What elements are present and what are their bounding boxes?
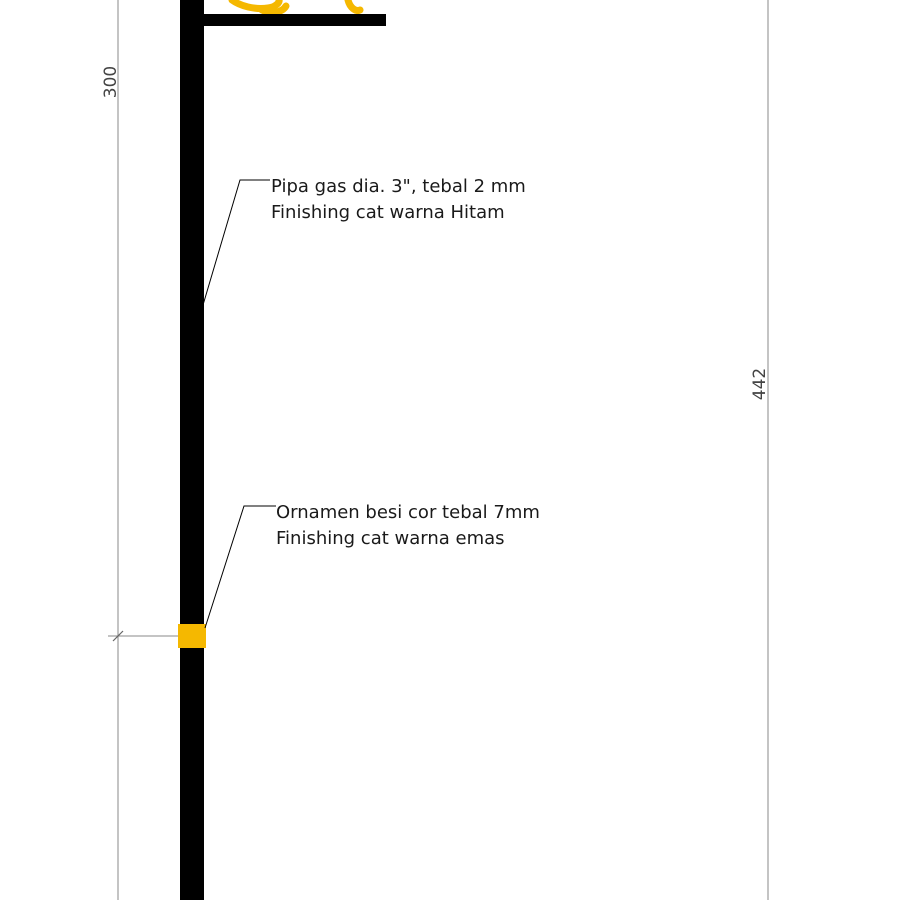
lamp-arm — [198, 14, 386, 26]
ornament-callout-line2: Finishing cat warna emas — [276, 528, 505, 549]
pipe-callout-line1: Pipa gas dia. 3", tebal 2 mm — [271, 176, 526, 197]
top-ornament — [228, 0, 364, 16]
pipe-leader-line — [202, 179, 270, 306]
right-dimension-value: 442 — [750, 368, 770, 400]
left-dimension-value: 300 — [101, 66, 121, 98]
left-dimension-tick-mark — [112, 630, 124, 642]
ornament-callout-line1: Ornamen besi cor tebal 7mm — [276, 502, 540, 523]
pipe-callout-line2: Finishing cat warna Hitam — [271, 202, 505, 223]
ornament-leader-line — [204, 505, 276, 629]
lamp-pole — [180, 0, 204, 900]
ornament-band — [178, 624, 206, 648]
